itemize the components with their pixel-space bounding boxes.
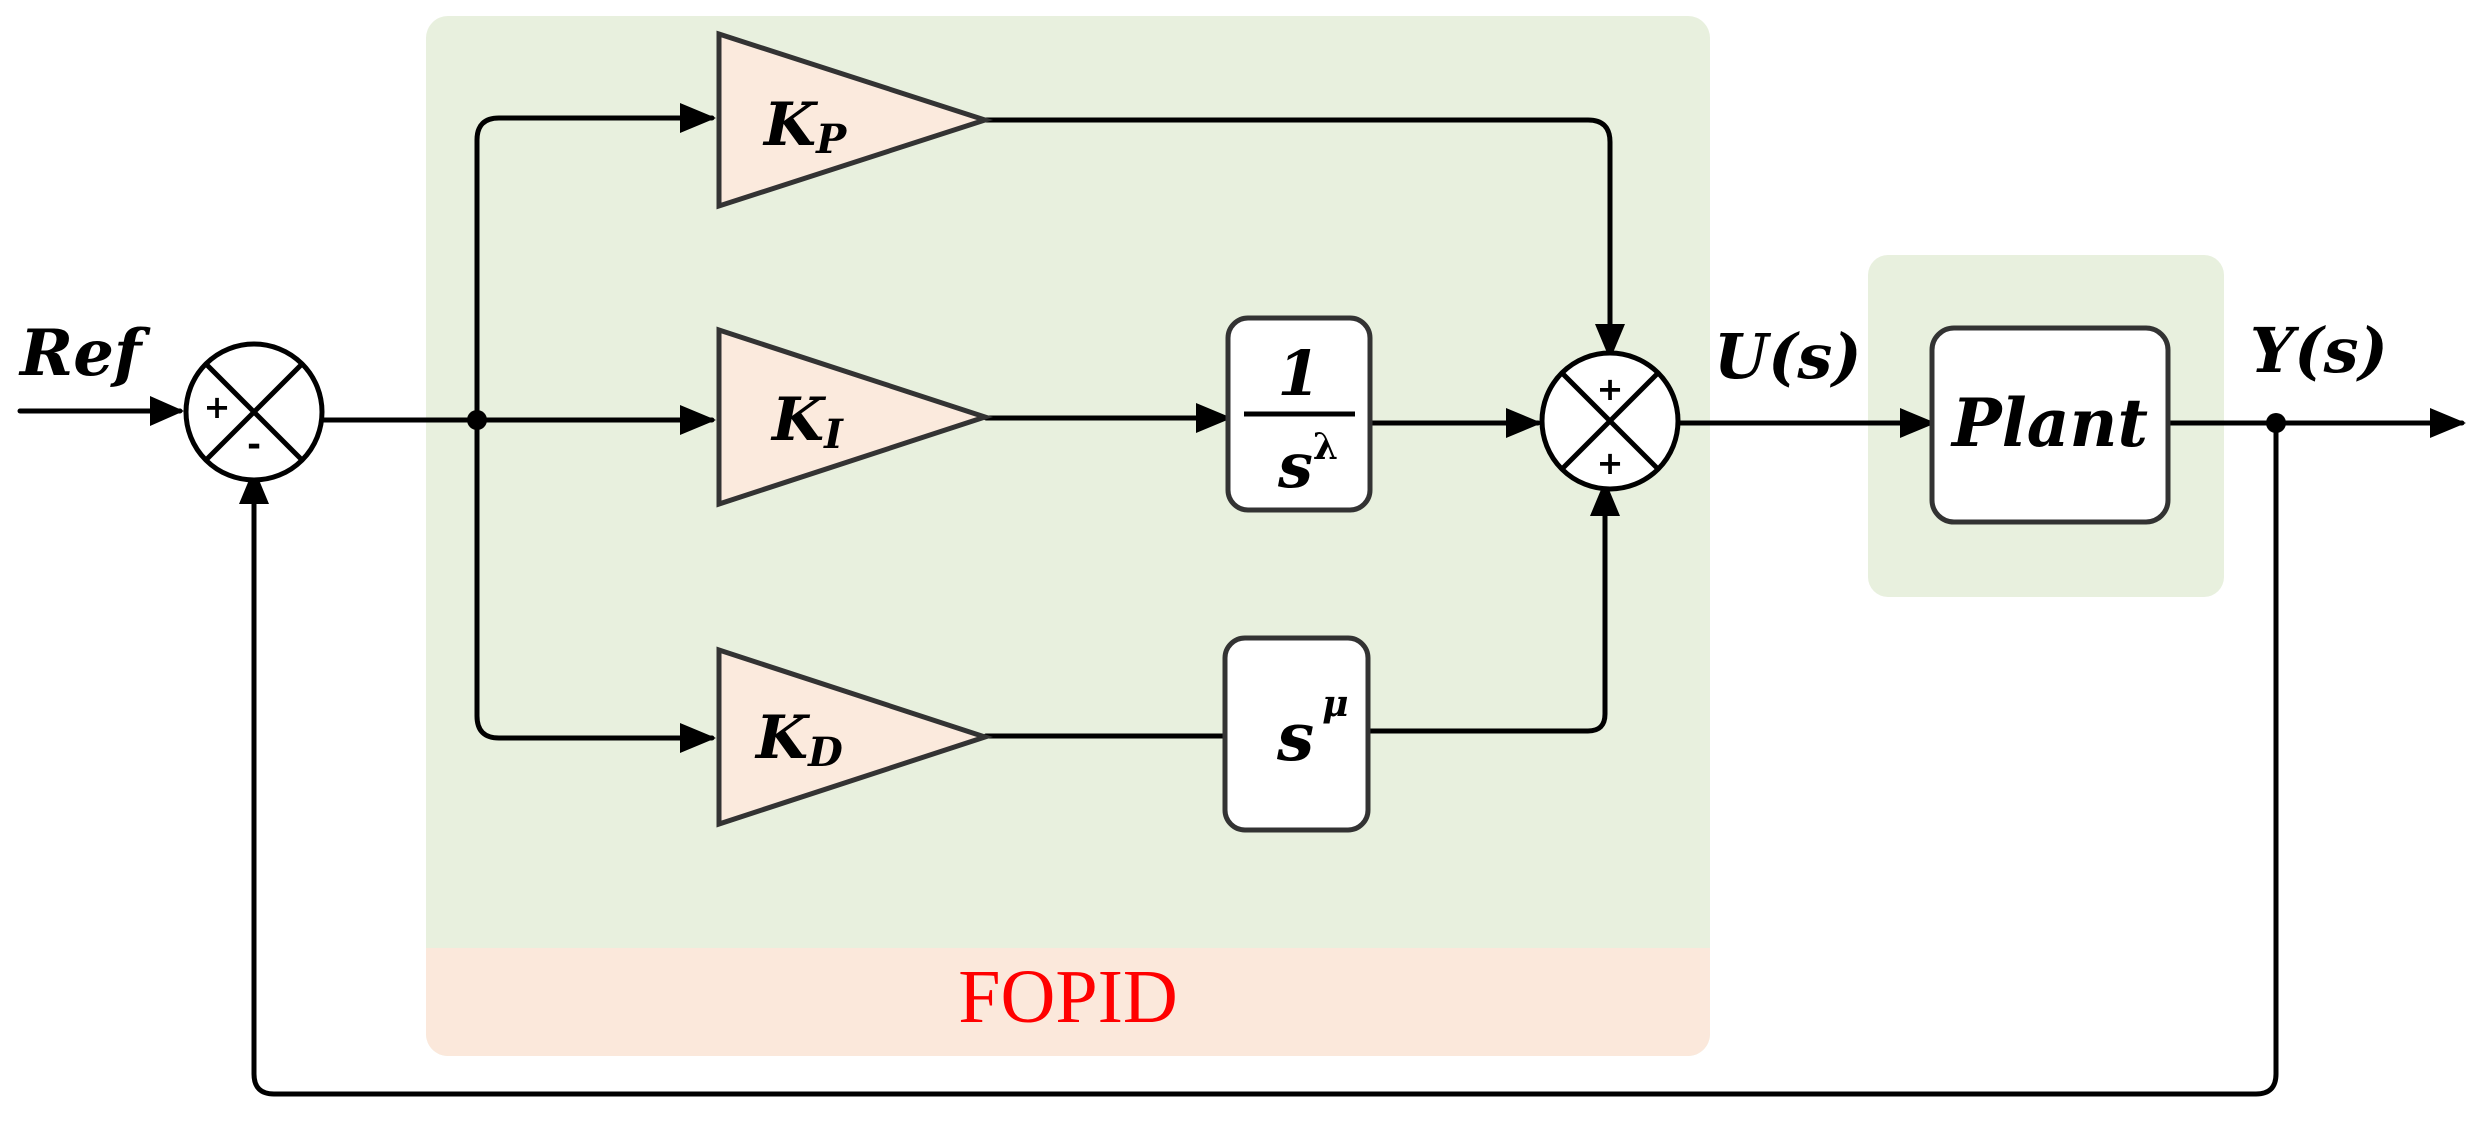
branch-p-wire <box>474 115 715 423</box>
feedback-wire <box>251 420 2279 1097</box>
differentiator-block <box>1222 635 1371 833</box>
branch-point-dot <box>467 410 487 430</box>
ref-label: Ref <box>18 316 151 391</box>
arrowhead-plant <box>1900 408 1936 438</box>
branch-d-wire <box>474 417 715 741</box>
fopid-label: FOPID <box>958 955 1178 1039</box>
gain-kd-label: KD <box>754 703 843 776</box>
sum2-bottom-plus-sign: + <box>1597 444 1624 482</box>
gain-ki-block <box>716 326 994 508</box>
kp-output-wire <box>983 117 1613 359</box>
gain-kp-block <box>716 30 994 210</box>
arrowhead-feedback <box>239 468 269 504</box>
arrowhead-ref <box>150 396 184 426</box>
plant-block <box>1929 325 2171 525</box>
summing-junction-error: + - <box>183 341 325 483</box>
gain-kd-block <box>716 646 994 828</box>
arrowhead-sum2-top <box>1595 324 1625 360</box>
fopid-label-band <box>426 948 1710 1056</box>
sum1-minus-sign: - <box>247 425 261 465</box>
gain-kp-label: KP <box>762 90 848 163</box>
summing-junction-controller: + + <box>1539 350 1681 492</box>
sum1-plus-sign: + <box>204 388 231 426</box>
arrowhead-output <box>2430 408 2466 438</box>
fopid-controller-region <box>426 16 1710 1056</box>
arrowhead-kd <box>680 723 716 753</box>
gain-ki-label: KI <box>770 385 844 458</box>
output-signal-label: Y(s) <box>2250 314 2388 387</box>
sum2-top-plus-sign: + <box>1597 370 1624 408</box>
control-signal-label: U(s) <box>1714 320 1862 393</box>
arrowheads <box>150 103 2466 753</box>
arrowhead-ki <box>680 405 716 435</box>
arrowhead-integrator <box>1196 403 1232 433</box>
arrowhead-kp <box>680 103 716 133</box>
arrowhead-sum2-left <box>1506 408 1542 438</box>
output-takeoff-dot <box>2266 413 2286 433</box>
arrowhead-sum2-bottom <box>1590 480 1620 516</box>
integrator-denominator: sλ <box>1277 426 1338 502</box>
differentiator-output-wire <box>1365 481 1608 734</box>
plant-label: Plant <box>1950 384 2148 462</box>
integrator-numerator: 1 <box>1277 337 1320 410</box>
